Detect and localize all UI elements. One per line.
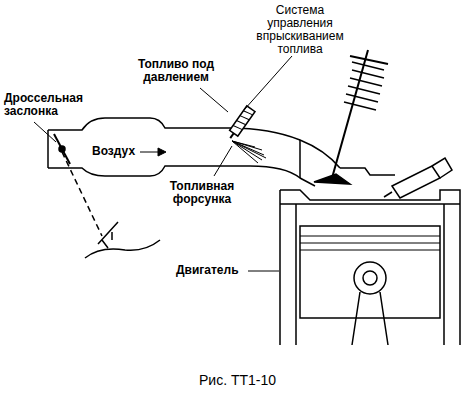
injector-hatch <box>233 109 253 131</box>
cylinder-head <box>280 140 460 345</box>
cylinder-and-piston <box>296 204 444 345</box>
connecting-rod <box>352 292 388 345</box>
spray-lines <box>232 141 266 163</box>
plug-electrode <box>384 192 392 197</box>
injector-label: Топливная форсунка <box>160 180 244 206</box>
injector-body <box>230 106 255 136</box>
throttle-plate <box>54 134 70 164</box>
pedal-arrow <box>111 232 113 240</box>
throttle-linkage <box>62 152 102 236</box>
piston-pin <box>363 271 377 285</box>
fuel-spray <box>232 141 266 163</box>
leader-throttle <box>34 122 56 142</box>
fuel-injector <box>226 106 255 141</box>
piston <box>300 226 440 318</box>
accelerator-pedal <box>85 222 160 258</box>
cylinder-bore <box>296 204 444 345</box>
leader-engine <box>248 271 279 272</box>
plug-body <box>392 166 440 198</box>
leader-lines <box>34 56 292 271</box>
leader-pressurized-fuel <box>200 88 228 112</box>
throttle-label: Дроссельная заслонка <box>4 92 99 118</box>
valve-head <box>314 174 350 184</box>
system-label: Система управления впрыскиванием топлива <box>250 4 350 56</box>
head-gasket <box>280 203 460 205</box>
piston-rings <box>300 236 440 250</box>
throttle-shaft <box>59 146 65 152</box>
intake-valve <box>314 50 388 184</box>
leader-injector <box>214 146 232 176</box>
injector-nozzle <box>230 133 233 138</box>
head-outline <box>280 140 460 345</box>
air-arrow <box>140 152 158 153</box>
valve-stem <box>332 50 368 178</box>
leader-control-system <box>244 56 292 110</box>
plug-insulator <box>432 158 452 178</box>
engine-label: Двигатель <box>176 264 239 277</box>
valve-spring <box>344 62 384 110</box>
throttle-valve <box>54 134 160 258</box>
spark-plug <box>384 158 452 198</box>
air-arrow-head <box>158 148 166 156</box>
fuel-label: Топливо под давлением <box>126 58 226 84</box>
manifold-top-wall <box>48 118 340 168</box>
figure-caption: Рис. ТТ1-10 <box>199 372 276 388</box>
spring-retainer <box>350 56 388 64</box>
intake-manifold <box>48 118 340 186</box>
piston-pin-boss <box>354 262 386 294</box>
air-label: Воздух <box>92 145 135 158</box>
